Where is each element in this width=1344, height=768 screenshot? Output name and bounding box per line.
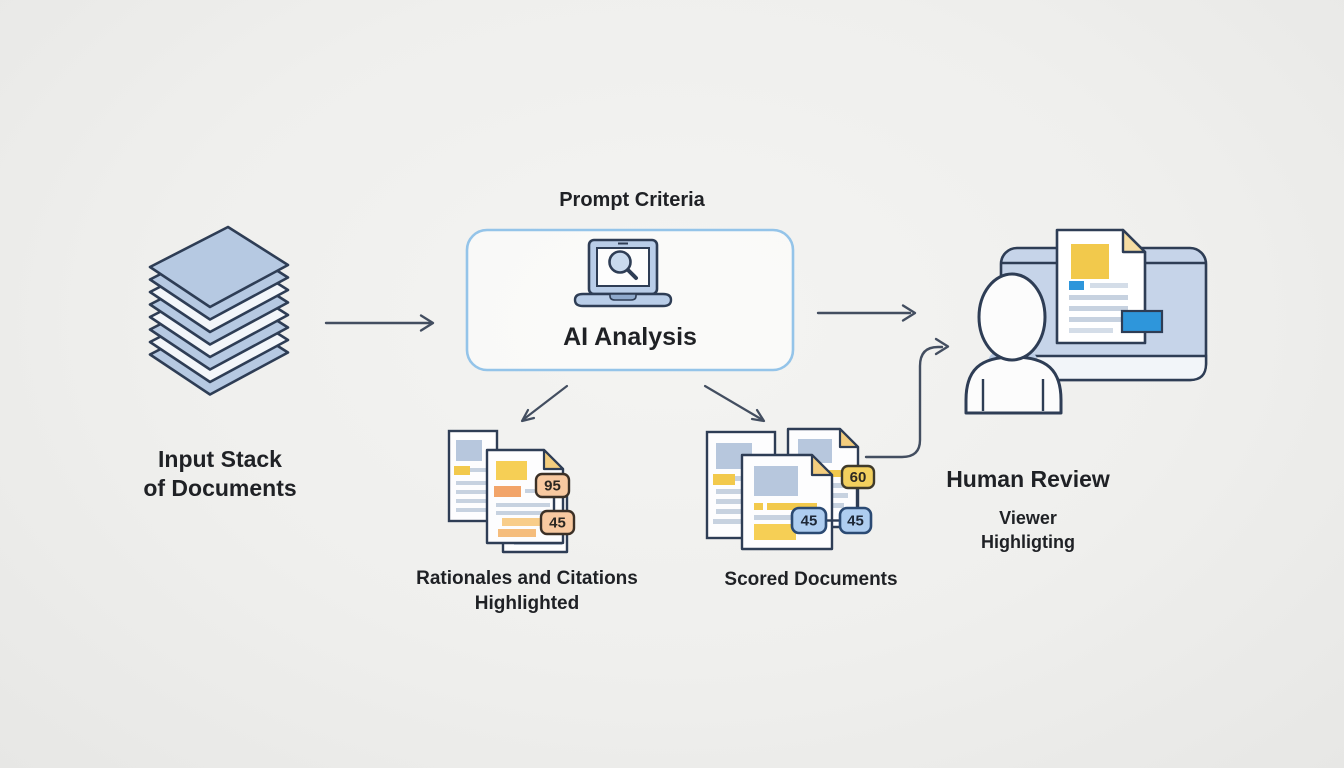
rationales-documents-icon: 95 45 bbox=[447, 429, 576, 554]
score-45-value: 45 bbox=[549, 515, 566, 532]
viewer-highlighting-label: Viewer Highligting bbox=[948, 506, 1108, 554]
rationales-label: Rationales and Citations Highlighted bbox=[397, 566, 657, 616]
highlight-button bbox=[1120, 309, 1164, 334]
highlighted-document-icon bbox=[1055, 228, 1164, 345]
score-badge-60: 60 bbox=[840, 464, 876, 490]
prompt-criteria-label: Prompt Criteria bbox=[559, 189, 705, 211]
score-badge-45-orange: 45 bbox=[539, 509, 576, 536]
score-badge-45-blue-left: 45 bbox=[790, 506, 828, 535]
arrow-ai-to-scored bbox=[703, 384, 766, 423]
magnifier-icon bbox=[608, 250, 638, 280]
input-stack-label: Input Stack of Documents bbox=[120, 445, 320, 503]
arrow-ai-to-rationales bbox=[520, 384, 569, 423]
input-stack-label-line2: of Documents bbox=[143, 475, 297, 501]
scored-documents-icon: 60 45 45 bbox=[705, 427, 876, 551]
arrow-stack-to-ai bbox=[324, 314, 435, 332]
document-stack-icon bbox=[148, 225, 290, 396]
human-review-icon bbox=[964, 228, 1208, 415]
document-icon bbox=[740, 453, 834, 551]
human-review-label: Human Review bbox=[946, 466, 1110, 492]
score-60-value: 60 bbox=[850, 469, 867, 486]
score-badge-45-blue-right: 45 bbox=[838, 506, 873, 535]
viewer-label-line1: Viewer bbox=[999, 508, 1057, 528]
score-95-value: 95 bbox=[544, 478, 561, 495]
document-icon bbox=[447, 429, 499, 523]
viewer-label-line2: Highligting bbox=[981, 532, 1075, 552]
score-badge-95: 95 bbox=[534, 472, 571, 499]
rationales-label-line1: Rationales and Citations bbox=[416, 568, 638, 589]
score-45-right-value: 45 bbox=[847, 513, 864, 530]
score-45-left-value: 45 bbox=[801, 513, 818, 530]
arrow-ai-to-human bbox=[816, 304, 917, 322]
arrow-scored-to-human bbox=[864, 337, 950, 459]
scored-documents-label: Scored Documents bbox=[724, 569, 898, 590]
person-icon bbox=[964, 272, 1063, 415]
rationales-label-line2: Highlighted bbox=[474, 593, 580, 614]
laptop-search-icon bbox=[573, 238, 673, 308]
input-stack-label-line1: Input Stack bbox=[158, 446, 282, 472]
ai-analysis-label: AI Analysis bbox=[563, 323, 697, 351]
